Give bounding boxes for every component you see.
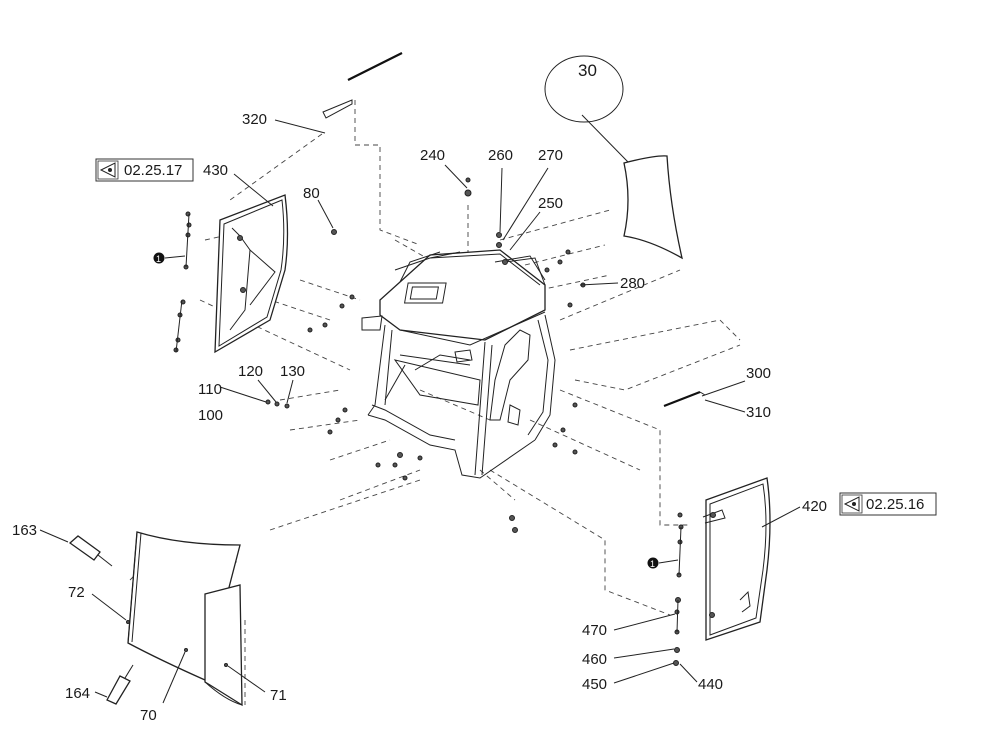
windscreen-assembly xyxy=(127,531,243,707)
leader-lines xyxy=(39,119,801,704)
callout-110: 110 xyxy=(198,381,222,398)
roof-panel xyxy=(544,55,683,260)
svg-text:1: 1 xyxy=(650,559,655,569)
callout-labels: 30 320 430 80 240 260 270 250 280 110 12… xyxy=(12,61,827,724)
callout-430: 430 xyxy=(203,162,228,179)
svg-text:1: 1 xyxy=(156,254,161,264)
callout-80: 80 xyxy=(303,185,320,202)
view-icon xyxy=(843,496,860,512)
callout-440: 440 xyxy=(698,676,723,693)
callout-163: 163 xyxy=(12,522,37,539)
callout-300: 300 xyxy=(746,365,771,382)
bullet-marker-right: 1 xyxy=(647,557,679,569)
cab-frame xyxy=(361,249,556,479)
left-door xyxy=(214,194,289,354)
callout-470: 470 xyxy=(582,622,607,639)
callout-71: 71 xyxy=(270,687,287,704)
callout-130: 130 xyxy=(280,363,305,380)
callout-320: 320 xyxy=(242,111,267,128)
callout-280: 280 xyxy=(620,275,645,292)
callout-460: 460 xyxy=(582,651,607,668)
callout-30: 30 xyxy=(578,61,597,80)
ref-box-left[interactable]: 02.25.17 xyxy=(95,158,194,182)
ref-label-right: 02.25.16 xyxy=(866,496,924,513)
callout-450: 450 xyxy=(582,676,607,693)
right-door xyxy=(702,477,771,641)
callout-100: 100 xyxy=(198,407,223,424)
top-trim-strips xyxy=(322,52,706,408)
callout-240: 240 xyxy=(420,147,445,164)
callout-270: 270 xyxy=(538,147,563,164)
callout-70: 70 xyxy=(140,707,157,724)
ref-label-left: 02.25.17 xyxy=(124,162,182,179)
view-icon xyxy=(99,162,116,178)
callout-72: 72 xyxy=(68,584,85,601)
sealant-cartridges xyxy=(68,535,134,705)
callout-260: 260 xyxy=(488,147,513,164)
callout-420: 420 xyxy=(802,498,827,515)
bullet-marker-left: 1 xyxy=(153,252,186,264)
callout-164: 164 xyxy=(65,685,90,702)
callout-250: 250 xyxy=(538,195,563,212)
callout-310: 310 xyxy=(746,404,771,421)
callout-120: 120 xyxy=(238,363,263,380)
ref-box-right[interactable]: 02.25.16 xyxy=(839,492,937,516)
